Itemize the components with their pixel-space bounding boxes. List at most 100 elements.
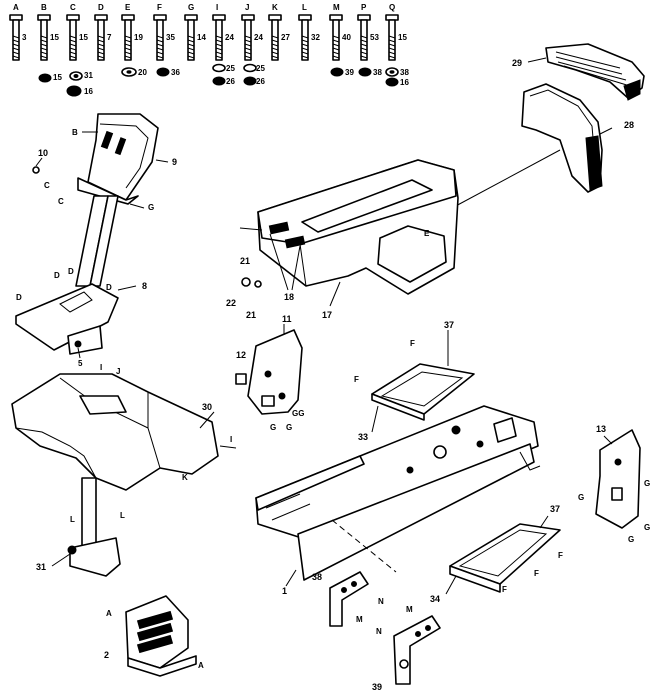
svg-text:29: 29 xyxy=(512,58,522,68)
svg-text:F: F xyxy=(410,339,415,348)
fastener-16a: 16 xyxy=(66,85,93,97)
svg-text:D: D xyxy=(106,283,112,292)
svg-text:G: G xyxy=(148,203,154,212)
bolt-i: I 24 xyxy=(212,3,234,61)
svg-text:12: 12 xyxy=(236,350,246,360)
bolt-g: G14 xyxy=(184,3,206,61)
bolt-letter: K xyxy=(272,3,278,12)
bolt-letter: Q xyxy=(389,3,395,12)
svg-text:F: F xyxy=(534,569,539,578)
svg-text:26: 26 xyxy=(226,77,235,86)
svg-text:22: 22 xyxy=(226,298,236,308)
svg-text:38: 38 xyxy=(400,68,409,77)
bolt-size: 35 xyxy=(166,33,175,42)
svg-text:F: F xyxy=(354,375,359,384)
part-13-right-bracket: 13 G G G G xyxy=(578,424,650,544)
svg-text:L: L xyxy=(120,511,125,520)
svg-text:16: 16 xyxy=(400,78,409,87)
svg-text:25: 25 xyxy=(256,64,265,73)
fastener-36: 36 xyxy=(156,67,180,77)
svg-text:11: 11 xyxy=(282,314,292,324)
part-10-grommet: 10 xyxy=(32,148,48,174)
part-38-small-bracket: 38 M N xyxy=(312,571,384,627)
bolt-letter: F xyxy=(157,3,162,12)
bolt-f: F 35 xyxy=(153,3,175,61)
svg-text:G: G xyxy=(644,523,650,532)
bolt-b: B 15 xyxy=(37,3,59,61)
bolt-size: 40 xyxy=(342,33,351,42)
part-2-lower-cover: A 2 A xyxy=(104,595,204,677)
svg-text:G: G xyxy=(578,493,584,502)
part-33-tray: 37 F F 33 xyxy=(354,320,475,442)
fastener-25a: 25 xyxy=(212,63,235,73)
svg-text:38: 38 xyxy=(312,572,322,582)
bolt-size: 3 xyxy=(22,33,27,42)
bolt-size: 19 xyxy=(134,33,143,42)
bolt-a: A3 xyxy=(9,3,27,61)
svg-text:37: 37 xyxy=(444,320,454,330)
fastener-39: 39 xyxy=(330,67,354,77)
svg-text:28: 28 xyxy=(624,120,634,130)
svg-text:I: I xyxy=(100,363,102,372)
bolt-size: 15 xyxy=(398,33,407,42)
bolt-size: 24 xyxy=(254,33,263,42)
svg-text:37: 37 xyxy=(550,504,560,514)
fastener-26b: 26 xyxy=(243,76,265,86)
svg-text:G: G xyxy=(286,423,292,432)
bolt-size: 32 xyxy=(311,33,320,42)
svg-text:34: 34 xyxy=(430,594,440,604)
part-31-fender-support: 31 L L xyxy=(36,477,125,577)
svg-text:M: M xyxy=(406,605,413,614)
svg-text:K: K xyxy=(182,473,188,482)
part-9-dash-panel: 9 B C C G xyxy=(44,113,177,212)
part-34-lower-tray: 37 F F F 34 xyxy=(430,504,563,604)
bolt-letter: B xyxy=(41,3,47,12)
svg-text:2: 2 xyxy=(104,650,109,660)
bolt-k: K 27 xyxy=(268,3,290,61)
bolt-q: Q 15 xyxy=(385,3,407,61)
bolt-j: J 24 xyxy=(241,3,263,61)
bolt-letter: M xyxy=(333,3,340,12)
bolt-letter: J xyxy=(245,3,249,12)
bolt-m: M 40 xyxy=(329,3,351,61)
svg-text:M: M xyxy=(356,615,363,624)
svg-text:1: 1 xyxy=(282,586,287,596)
part-29-step-pad: 29 xyxy=(512,43,645,101)
bolt-l: L32 xyxy=(298,3,320,61)
part-11-side-bracket: 11 12 G G GG xyxy=(235,314,304,432)
bolt-letter: I xyxy=(216,3,218,12)
bolt-d: D7 xyxy=(94,3,112,61)
part-8-support-plate: 8 D D D D 5 xyxy=(15,267,147,368)
steering-support-column xyxy=(75,195,119,287)
fastener-25b: 25 xyxy=(243,63,265,73)
bolt-size: 24 xyxy=(225,33,234,42)
svg-text:21: 21 xyxy=(246,310,256,320)
fastener-26a: 26 xyxy=(212,76,235,86)
svg-text:G: G xyxy=(628,535,634,544)
part-39-lower-bracket: M N 39 xyxy=(372,605,441,692)
svg-text:20: 20 xyxy=(138,68,147,77)
bolt-letter: P xyxy=(361,3,367,12)
part-28-rear-shroud: 28 xyxy=(451,83,634,209)
bolt-size: 27 xyxy=(281,33,290,42)
bolt-letter: D xyxy=(98,3,104,12)
svg-text:G: G xyxy=(644,479,650,488)
svg-text:I: I xyxy=(230,435,232,444)
bolt-letter: E xyxy=(125,3,131,12)
svg-text:17: 17 xyxy=(322,310,332,320)
svg-text:31: 31 xyxy=(84,71,93,80)
svg-text:A: A xyxy=(198,661,204,670)
svg-text:B: B xyxy=(72,128,78,137)
bolt-size: 15 xyxy=(50,33,59,42)
bolt-size: 14 xyxy=(197,33,206,42)
svg-text:C: C xyxy=(58,197,64,206)
svg-text:25: 25 xyxy=(226,64,235,73)
svg-text:N: N xyxy=(376,627,382,636)
svg-text:33: 33 xyxy=(358,432,368,442)
bolt-letter: C xyxy=(70,3,76,12)
fastener-20: 20 xyxy=(121,67,147,77)
fastener-38b: 38 xyxy=(385,67,409,77)
bolt-c: C15 xyxy=(66,3,88,61)
